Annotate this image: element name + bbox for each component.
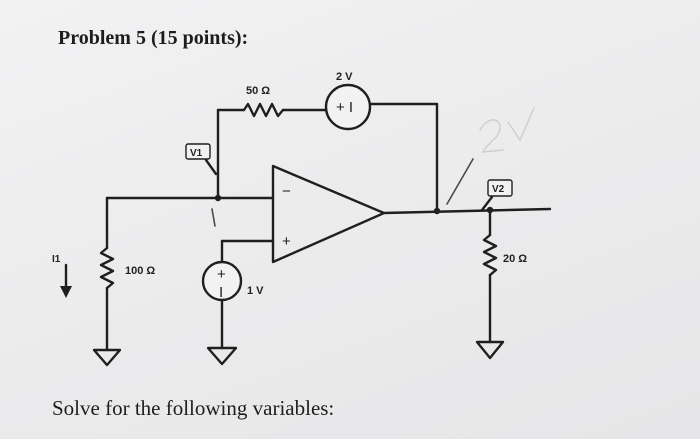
voltage-source-1v-label: 1 V: [247, 285, 264, 297]
handwritten-mark: [211, 158, 474, 227]
opamp-noninverting-sign: +: [282, 233, 291, 250]
handwritten-note-faint: [479, 107, 535, 153]
wire-output: [382, 207, 552, 215]
node-output-dot: [433, 207, 441, 215]
resistor-50-label: 50 Ω: [246, 85, 270, 97]
voltage-source-1v-plus: +: [217, 266, 226, 283]
probe-v1-pointer: [204, 158, 218, 176]
opamp-body: [271, 164, 386, 264]
problem-heading: Problem 5 (15 points):: [58, 27, 249, 49]
opamp-inverting-sign: −: [282, 183, 291, 200]
probe-v2-pointer: [480, 195, 494, 212]
wire-top-right: [369, 102, 439, 213]
resistor-50: [242, 102, 285, 118]
probe-v1-box: [185, 143, 211, 160]
resistor-20: [482, 233, 498, 277]
probe-v2-label: V2: [492, 184, 505, 195]
ground-mid: [206, 346, 238, 366]
resistor-20-label: 20 Ω: [503, 253, 527, 265]
resistor-100: [99, 246, 115, 290]
probe-v2-box: [487, 179, 513, 197]
voltage-source-2v-signs: + I: [336, 99, 353, 116]
instruction-text: Solve for the following variables:: [52, 396, 335, 420]
current-i1-label: I1: [52, 254, 61, 265]
node-v2-dot: [486, 206, 494, 214]
ground-left: [92, 348, 122, 367]
ground-right: [475, 340, 505, 360]
probe-v1-label: V1: [190, 148, 203, 159]
voltage-source-2v-label: 2 V: [336, 71, 353, 83]
node-v1-dot: [214, 194, 222, 202]
voltage-source-2v: [324, 83, 372, 131]
resistor-100-label: 100 Ω: [125, 265, 155, 277]
voltage-source-1v-minus: I: [219, 284, 223, 301]
voltage-source-1v: [201, 260, 243, 302]
current-arrow-head: [60, 286, 72, 298]
